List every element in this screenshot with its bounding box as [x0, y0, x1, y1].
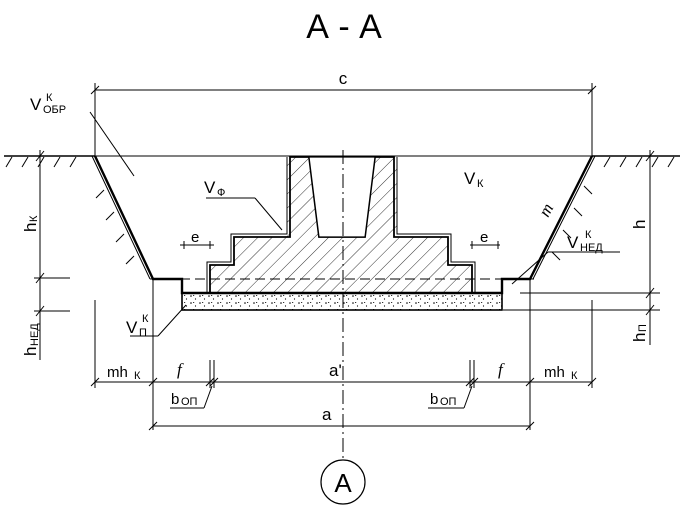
v-f-sub: Ф — [217, 187, 225, 199]
v-k-main: V — [464, 169, 476, 188]
v-ned-main: V — [567, 233, 579, 252]
section-marker: А — [320, 459, 366, 505]
dim-a-prime: a' — [329, 361, 342, 380]
h-ned-main: h — [21, 347, 40, 356]
h-label: h — [630, 220, 649, 229]
v-k-sub: К — [477, 178, 484, 190]
section-title: А - А — [306, 8, 382, 46]
dim-bop: b ОП b ОП — [170, 385, 473, 409]
v-p-sup: К — [142, 313, 149, 325]
leaders — [89, 111, 620, 337]
h-p-main: h — [630, 333, 649, 342]
e-right: e — [480, 229, 488, 246]
dim-mhk-left-main: mh — [107, 364, 128, 381]
dim-c: c — [90, 69, 597, 156]
v-obr-main: V — [30, 95, 42, 114]
dim-left-vertical: h К h НЕД — [21, 150, 70, 360]
v-ned-sup: К — [585, 229, 592, 241]
dim-a-label: a — [322, 405, 332, 424]
dim-bop-left-sub: ОП — [181, 396, 198, 408]
dim-c-label: c — [339, 69, 348, 88]
dim-bop-left-main: b — [171, 391, 179, 408]
v-ned-sub: НЕД — [580, 242, 603, 254]
v-obr-sup: К — [46, 92, 53, 104]
v-f-main: V — [204, 178, 216, 197]
dim-bop-right-main: b — [430, 391, 438, 408]
e-left: e — [191, 229, 199, 246]
dim-mhk-right-main: mh — [544, 364, 565, 381]
dim-right-vertical: h h П — [503, 150, 660, 345]
slope-m: m — [535, 200, 558, 220]
dim-a: a — [148, 405, 535, 431]
v-obr-sub: ОБР — [43, 104, 66, 116]
v-p-sub: П — [139, 327, 147, 339]
h-ned-sub: НЕД — [29, 323, 41, 346]
h-k-main: h — [21, 223, 40, 232]
dim-mhk-right-sub: К — [571, 370, 578, 382]
dim-row-1: mh К f a' f mh К — [90, 280, 597, 430]
dim-f-left: f — [177, 360, 184, 379]
h-k-sub: К — [28, 215, 40, 222]
foundation-body — [206, 156, 476, 294]
dim-f-right: f — [498, 360, 505, 379]
foundation-coating — [287, 157, 397, 237]
h-p-sub: П — [637, 324, 649, 332]
section-marker-label: А — [334, 468, 352, 498]
v-p-main: V — [126, 318, 138, 337]
dim-mhk-left-sub: К — [134, 370, 141, 382]
dim-bop-right-sub: ОП — [440, 396, 457, 408]
concrete-bed — [181, 292, 503, 311]
